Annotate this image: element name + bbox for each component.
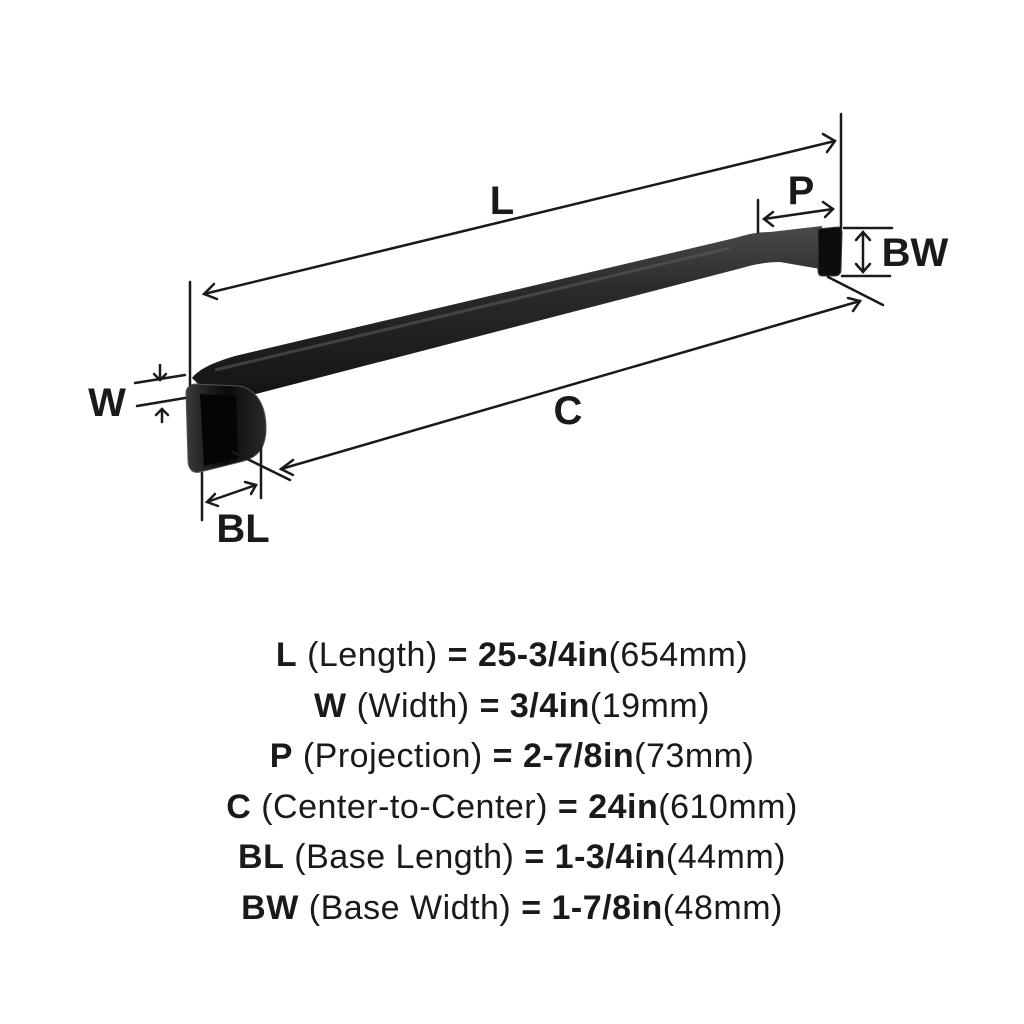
spec-imperial: 1-3/4in <box>554 838 666 877</box>
spec-imperial: 2-7/8in <box>522 737 635 776</box>
c-arrow-right-icon <box>846 296 863 313</box>
label-c: C <box>554 389 583 433</box>
spec-imperial: 3/4in <box>509 686 590 725</box>
spec-equals: = <box>524 838 545 877</box>
bl-dimension-line <box>205 483 258 504</box>
spec-equals: = <box>557 787 579 826</box>
bw-arrow-down-icon <box>854 262 872 274</box>
p-arrow-left-icon <box>761 210 775 228</box>
dimension-lines <box>133 112 894 522</box>
c-extension-right <box>826 275 885 307</box>
left-base-cap-inner <box>200 394 238 466</box>
spec-equals: = <box>447 636 469 674</box>
label-p: P <box>788 169 815 213</box>
spec-code: BL <box>238 838 285 877</box>
towel-bar-rod <box>192 226 826 410</box>
p-dimension-line <box>762 207 835 221</box>
spec-equals: = <box>479 686 500 725</box>
spec-row-center-to-center: C (Center-to-Center) = 24in(610mm) <box>0 782 1024 833</box>
w-arrow-up-icon <box>154 407 170 417</box>
right-base-cap <box>817 226 843 277</box>
spec-imperial: 24in <box>588 787 659 826</box>
spec-code: W <box>314 686 347 725</box>
l-dimension-line <box>202 139 837 296</box>
label-w: W <box>88 381 126 425</box>
spec-imperial: 25-3/4in <box>477 636 609 674</box>
spec-row-width: W (Width) = 3/4in(19mm) <box>0 681 1024 732</box>
spec-code: BW <box>241 888 299 927</box>
bl-arrow-left-icon <box>204 492 220 508</box>
c-arrow-left-icon <box>278 458 295 477</box>
spec-row-length: L (Length) = 25-3/4in(654mm) <box>0 630 1024 681</box>
spec-code: C <box>226 787 252 826</box>
p-arrow-right-icon <box>821 200 835 219</box>
spec-metric: (44mm) <box>665 838 786 877</box>
label-bl: BL <box>216 507 269 551</box>
l-arrow-left-icon <box>201 282 219 301</box>
spec-metric: (19mm) <box>589 686 710 725</box>
l-arrow-right-icon <box>821 132 837 154</box>
spec-code: L <box>275 636 298 674</box>
spec-metric: (654mm) <box>608 636 749 674</box>
spec-name: (Projection) <box>302 737 483 776</box>
spec-name: (Base Length) <box>294 838 515 877</box>
bl-arrow-right-icon <box>243 480 258 496</box>
spec-code: P <box>269 737 293 776</box>
spec-name: (Length) <box>307 636 438 674</box>
spec-equals: = <box>521 888 542 927</box>
spec-row-projection: P (Projection) = 2-7/8in(73mm) <box>0 731 1024 782</box>
label-l: L <box>490 179 514 223</box>
towel-bar-illustration <box>185 226 843 473</box>
specification-list: L (Length) = 25-3/4in(654mm) W (Width) =… <box>0 630 1024 934</box>
bw-arrow-up-icon <box>854 230 872 242</box>
spec-name: (Base Width) <box>308 888 512 927</box>
spec-row-base-length: BL (Base Length) = 1-3/4in(44mm) <box>0 832 1024 883</box>
label-bw: BW <box>882 231 949 275</box>
spec-name: (Width) <box>356 686 470 725</box>
towel-bar-highlight <box>214 246 731 372</box>
dimension-diagram: L P BW C W BL <box>88 112 949 551</box>
w-arrow-down-icon <box>152 372 168 382</box>
spec-metric: (73mm) <box>634 737 755 776</box>
spec-row-base-width: BW (Base Width) = 1-7/8in(48mm) <box>0 883 1024 934</box>
spec-metric: (610mm) <box>658 787 798 826</box>
spec-equals: = <box>492 737 513 776</box>
spec-imperial: 1-7/8in <box>551 888 663 927</box>
w-extension-bottom <box>135 396 187 408</box>
c-dimension-line <box>279 299 862 471</box>
spec-metric: (48mm) <box>662 888 783 927</box>
spec-name: (Center-to-Center) <box>261 787 548 826</box>
